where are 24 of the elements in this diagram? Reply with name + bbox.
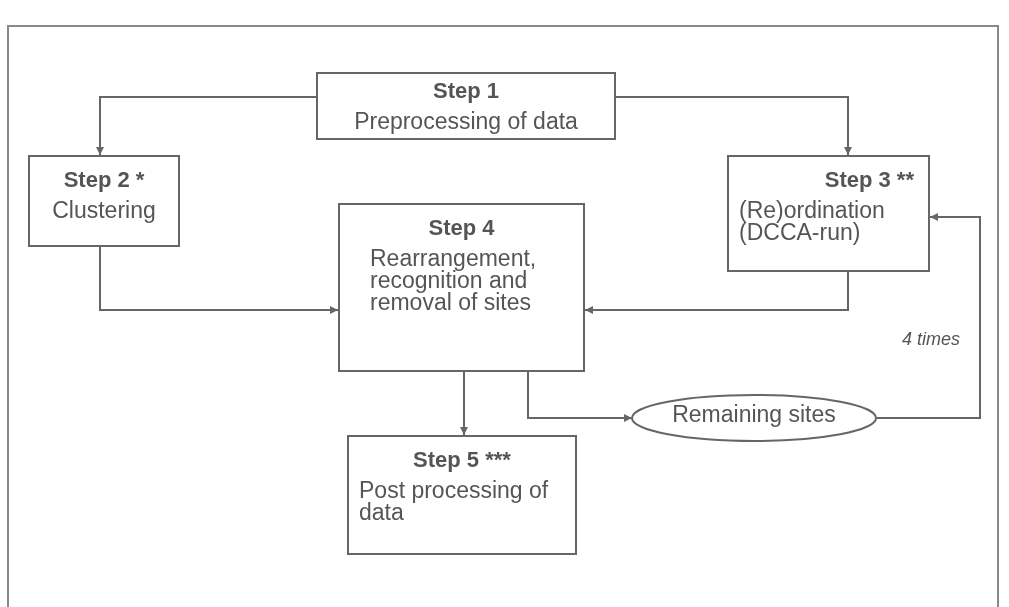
step-heading: Step 4 — [428, 215, 495, 241]
arrow — [527, 371, 633, 422]
step-description: Post processing of data — [358, 480, 549, 524]
step-description: Preprocessing of data — [354, 111, 578, 134]
step-heading: Step 2 * — [63, 167, 145, 193]
arrow — [615, 96, 852, 156]
step-description: Remaining sites — [672, 404, 836, 426]
process-box — [727, 155, 930, 272]
process-box — [28, 155, 180, 247]
process-box — [316, 72, 616, 140]
arrow — [96, 96, 317, 156]
step-description: Clustering — [51, 200, 157, 223]
arrow — [99, 246, 339, 314]
step-description: (Re)ordination (DCCA-run) — [738, 200, 886, 244]
arrow — [584, 271, 849, 314]
ellipse-node — [631, 394, 877, 442]
step-heading: Step 5 *** — [413, 447, 511, 473]
step-heading: Step 1 — [433, 78, 499, 104]
step-heading: Step 3 ** — [824, 167, 914, 193]
process-box — [338, 203, 585, 372]
arrow — [460, 371, 468, 436]
step-description: Rearrangement, recognition and removal of sites — [369, 248, 538, 314]
process-box — [347, 435, 577, 555]
arrow — [875, 213, 981, 419]
